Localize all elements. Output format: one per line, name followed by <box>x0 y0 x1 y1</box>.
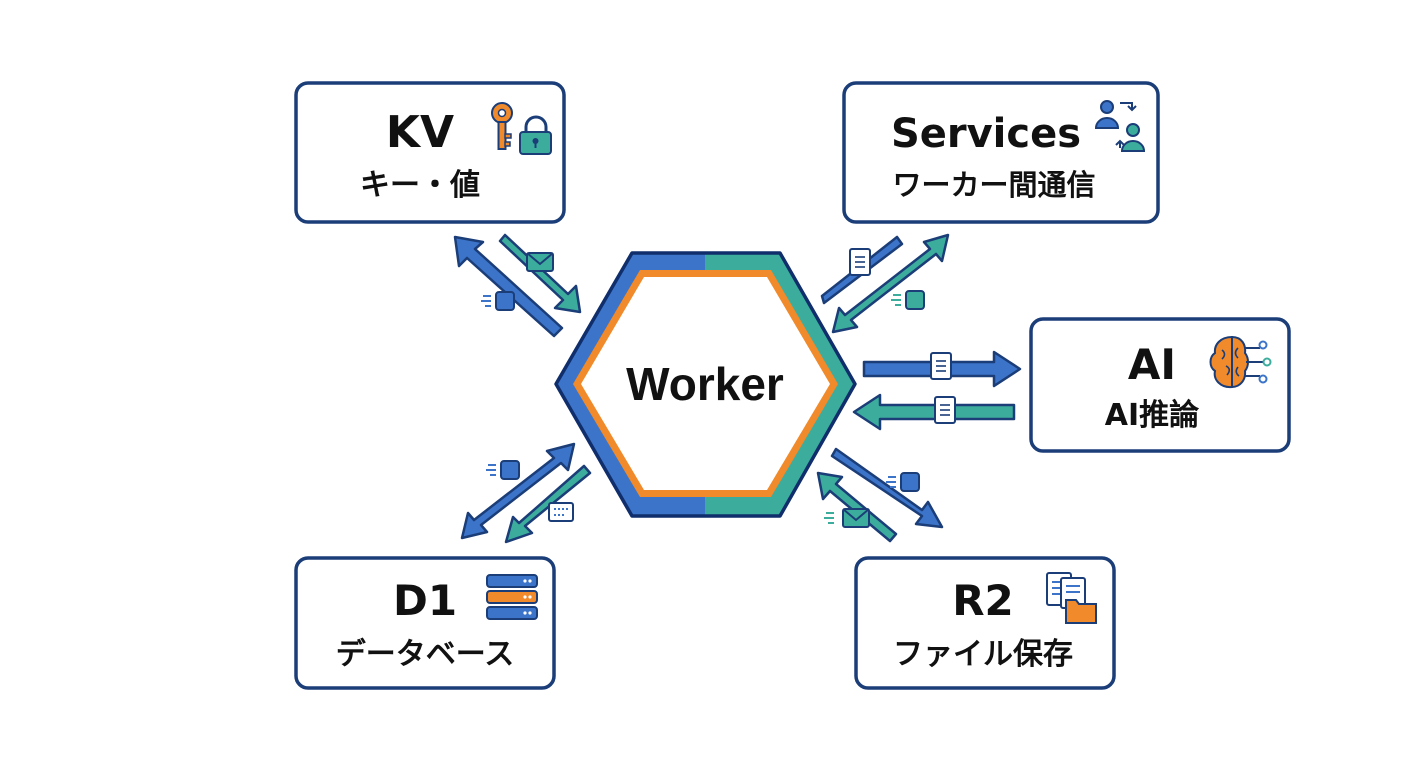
arrow-kv-bidirectional <box>453 235 564 338</box>
arrow-worker-to-r2 <box>830 447 944 529</box>
node-kv[interactable]: KV キー・値 <box>294 81 566 224</box>
node-title: R2 <box>952 576 1014 625</box>
node-title: Services <box>891 111 1081 157</box>
node-subtitle: キー・値 <box>360 168 480 203</box>
key-lock-icon <box>491 102 552 155</box>
arrow-services-bidirectional <box>831 233 950 334</box>
node-r2[interactable]: R2 ファイル保存 <box>854 556 1116 690</box>
node-subtitle: ワーカー間通信 <box>892 168 1095 202</box>
motion-lines <box>824 512 834 524</box>
node-title: AI <box>1128 340 1176 389</box>
document-icon <box>930 352 952 380</box>
node-title: KV <box>386 107 454 158</box>
message-envelope-icon <box>526 252 554 272</box>
arrow-worker-to-d1 <box>504 464 592 544</box>
node-ai[interactable]: AI AI推論 <box>1029 317 1291 453</box>
arrow-r2-to-worker <box>816 471 898 543</box>
worker-hexagon[interactable]: Worker <box>554 251 857 518</box>
data-packet-icon <box>890 290 925 310</box>
node-subtitle: ファイル保存 <box>893 637 1073 672</box>
document-icon <box>934 396 956 424</box>
worker-label: Worker <box>626 358 784 410</box>
brain-circuit-icon <box>1209 335 1272 389</box>
node-subtitle: AI推論 <box>1105 398 1199 433</box>
message-card-icon <box>548 502 574 522</box>
data-packet-icon <box>485 460 520 480</box>
arrow-kv-to-worker <box>498 233 582 314</box>
document-icon <box>849 248 871 276</box>
database-icon <box>486 574 538 620</box>
arrow-d1-bidirectional <box>460 442 576 540</box>
file-folder-icon <box>1046 572 1097 624</box>
message-envelope-icon <box>842 508 870 528</box>
node-title: D1 <box>393 576 457 625</box>
node-subtitle: データベース <box>336 637 515 672</box>
node-services[interactable]: Services ワーカー間通信 <box>842 81 1160 224</box>
node-d1[interactable]: D1 データベース <box>294 556 556 690</box>
data-packet-icon <box>480 291 515 311</box>
users-exchange-icon <box>1094 100 1146 152</box>
connectors <box>453 233 1022 544</box>
